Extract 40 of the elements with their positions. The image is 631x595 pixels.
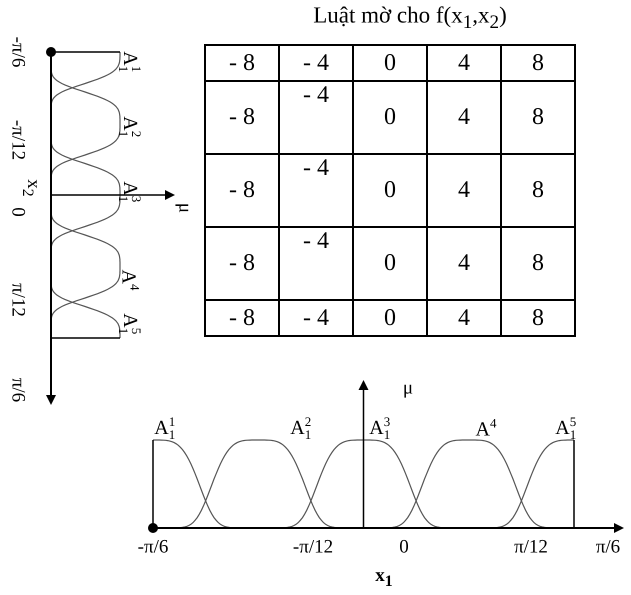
table-cell: 4	[427, 45, 501, 81]
table-cell: - 4	[279, 154, 353, 227]
tick-label: -π/12	[292, 538, 334, 556]
table-cell: - 8	[205, 45, 279, 81]
axis-label: μ	[176, 202, 194, 214]
table-cell: - 8	[205, 227, 279, 300]
tick-label: -π/12	[8, 120, 28, 160]
membership-label: A$^{4}$	[476, 416, 496, 440]
table-cell: 8	[501, 300, 575, 336]
table-title: Luật mờ cho f(x$_{1}$,x$_{2}$)	[313, 4, 507, 32]
table-cell: - 4	[279, 81, 353, 154]
table-cell: - 8	[205, 300, 279, 336]
table-cell: 4	[427, 154, 501, 227]
table-cell: - 8	[205, 154, 279, 227]
tick-label: 0	[399, 538, 409, 556]
tick-label: π/6	[8, 378, 28, 402]
tick-label: -π/6	[8, 36, 28, 68]
table-cell: 4	[427, 227, 501, 300]
table-cell: 4	[427, 81, 501, 154]
table-cell: - 4	[279, 45, 353, 81]
table-cell: 8	[501, 154, 575, 227]
table-cell: 0	[353, 81, 427, 154]
table-cell: 8	[501, 227, 575, 300]
table-cell: - 4	[279, 227, 353, 300]
tick-label: 0	[8, 207, 28, 217]
tick-label: π/6	[596, 538, 620, 556]
tick-label: π/12	[514, 538, 548, 556]
tick-label: π/12	[8, 283, 28, 317]
table-cell: 0	[353, 45, 427, 81]
table-cell: - 8	[205, 81, 279, 154]
tick-label: -π/6	[138, 538, 168, 556]
axis-label: μ	[402, 378, 414, 398]
table-cell: 8	[501, 81, 575, 154]
table-cell: 0	[353, 300, 427, 336]
table-cell: 0	[353, 227, 427, 300]
table-cell: - 4	[279, 300, 353, 336]
table-cell: 8	[501, 45, 575, 81]
table-cell: 4	[427, 300, 501, 336]
axis-label: x$_{1}$	[375, 566, 393, 590]
table-cell: 0	[353, 154, 427, 227]
